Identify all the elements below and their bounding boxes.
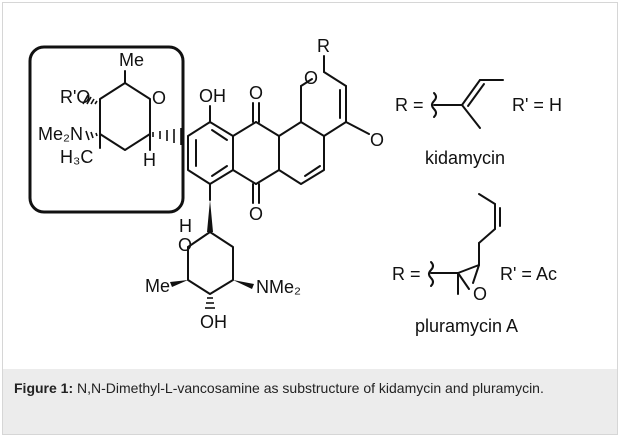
wedge-bond-me	[170, 280, 188, 287]
label-me-top: Me	[119, 50, 144, 70]
label-me2n-top: Me₂N	[38, 124, 83, 144]
hashed-bond-aryl	[152, 128, 182, 145]
caption-text: Figure 1: N,N-Dimethyl-L-vancosamine as …	[14, 378, 605, 398]
label-pyranone-co: O	[370, 130, 384, 150]
hashed-bond-oh	[205, 297, 215, 309]
label-ring-o-bottom: O	[178, 235, 192, 255]
kidamycin-r-group	[431, 79, 504, 129]
pluramycin-r-prime-definition: R' = Ac	[500, 264, 557, 284]
chemical-structure: Me R'O O Me₂N H₃C H OH O O O O R H O Me …	[28, 36, 562, 336]
pluramycin-epoxide-o: O	[473, 284, 487, 304]
kidamycin-r-definition: R =	[395, 95, 424, 115]
label-ring-o-top: O	[152, 88, 166, 108]
label-nme2-bottom: NMe₂	[256, 277, 301, 297]
pluramycin-name: pluramycin A	[415, 316, 518, 336]
lower-sugar	[170, 200, 254, 309]
caption-body: N,N-Dimethyl-L-vancosamine as substructu…	[73, 380, 544, 396]
wedge-bond-lower-h	[207, 200, 213, 232]
caption-label: Figure 1:	[14, 380, 74, 396]
figure-caption: Figure 1: N,N-Dimethyl-L-vancosamine as …	[3, 369, 617, 434]
label-me-bottom: Me	[145, 276, 170, 296]
substructure-highlight-box	[28, 45, 185, 214]
label-r-top: R	[317, 36, 330, 56]
kidamycin-r-prime-definition: R' = H	[512, 95, 562, 115]
label-oh-phenol: OH	[199, 86, 226, 106]
hashed-bond-n	[85, 130, 98, 141]
kidamycin-name: kidamycin	[425, 148, 505, 168]
label-oh-bottom: OH	[200, 312, 227, 332]
upper-sugar	[82, 70, 182, 151]
label-r-prime-o: R'O	[60, 87, 90, 107]
label-h3c: H₃C	[60, 147, 93, 167]
wedge-bond-nme2	[233, 280, 254, 289]
label-quinone-o-bottom: O	[249, 204, 263, 224]
label-h-bottom: H	[179, 216, 192, 236]
pluramycin-r-definition: R =	[392, 264, 421, 284]
pluramycin-r-group	[428, 193, 501, 295]
hashed-bond-ro	[82, 94, 98, 105]
label-quinone-o-top: O	[249, 83, 263, 103]
label-pyranone-o: O	[304, 68, 318, 88]
label-h-top: H	[143, 150, 156, 170]
aromatic-core	[187, 55, 370, 204]
